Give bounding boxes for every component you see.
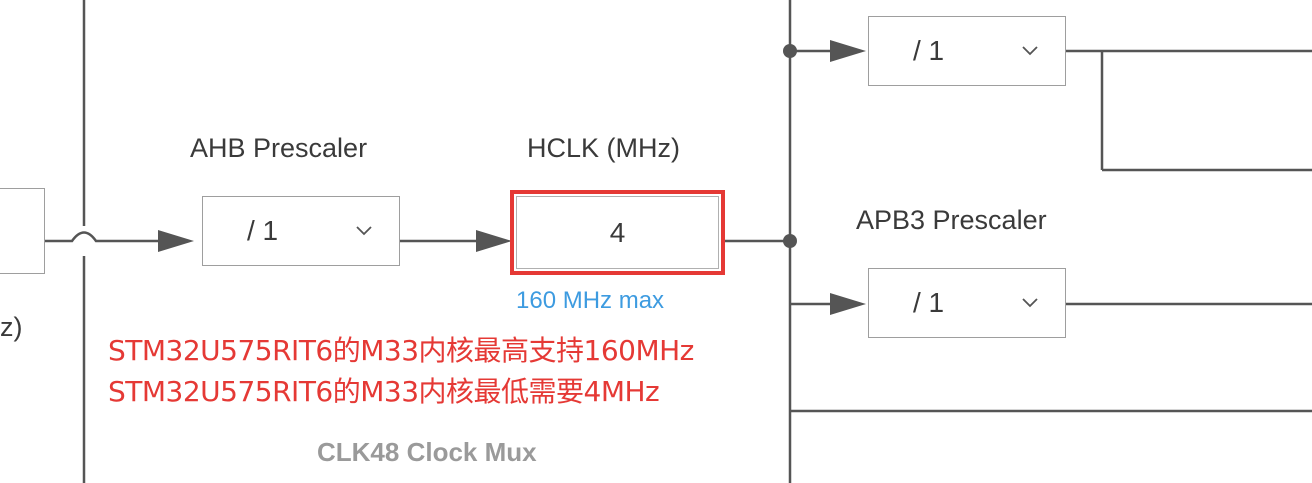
hclk-max-note: 160 MHz max <box>516 287 665 314</box>
arrow-right-icon <box>830 293 866 315</box>
hclk-input[interactable]: 4 <box>510 190 725 275</box>
arrow-right-icon <box>158 230 194 252</box>
ahb-prescaler-value: / 1 <box>247 215 279 246</box>
annotation-min-frequency: STM32U575RIT6的M33内核最低需要4MHz <box>108 375 660 408</box>
top-prescaler-value: / 1 <box>913 35 945 66</box>
upstream-clock-label: z) <box>0 312 23 342</box>
upstream-clock-box[interactable] <box>0 188 45 274</box>
chevron-down-icon <box>1022 46 1038 56</box>
chevron-down-icon <box>356 226 372 236</box>
apb3-prescaler-select[interactable]: / 1 <box>868 268 1066 338</box>
arrow-right-icon <box>476 230 512 252</box>
hclk-input-border <box>516 196 719 269</box>
chevron-down-icon <box>1022 298 1038 308</box>
hclk-value: 4 <box>609 216 626 248</box>
clk48-clock-mux-label: CLK48 Clock Mux <box>317 437 537 467</box>
ahb-prescaler-select[interactable]: / 1 <box>202 196 400 266</box>
top-prescaler-select[interactable]: / 1 <box>868 16 1066 86</box>
arrow-right-icon <box>830 40 866 62</box>
hclk-label: HCLK (MHz) <box>527 133 680 163</box>
annotation-max-frequency: STM32U575RIT6的M33内核最高支持160MHz <box>108 334 694 367</box>
ahb-prescaler-label: AHB Prescaler <box>190 133 368 163</box>
apb3-prescaler-value: / 1 <box>913 287 945 318</box>
apb3-prescaler-label: APB3 Prescaler <box>856 205 1047 235</box>
